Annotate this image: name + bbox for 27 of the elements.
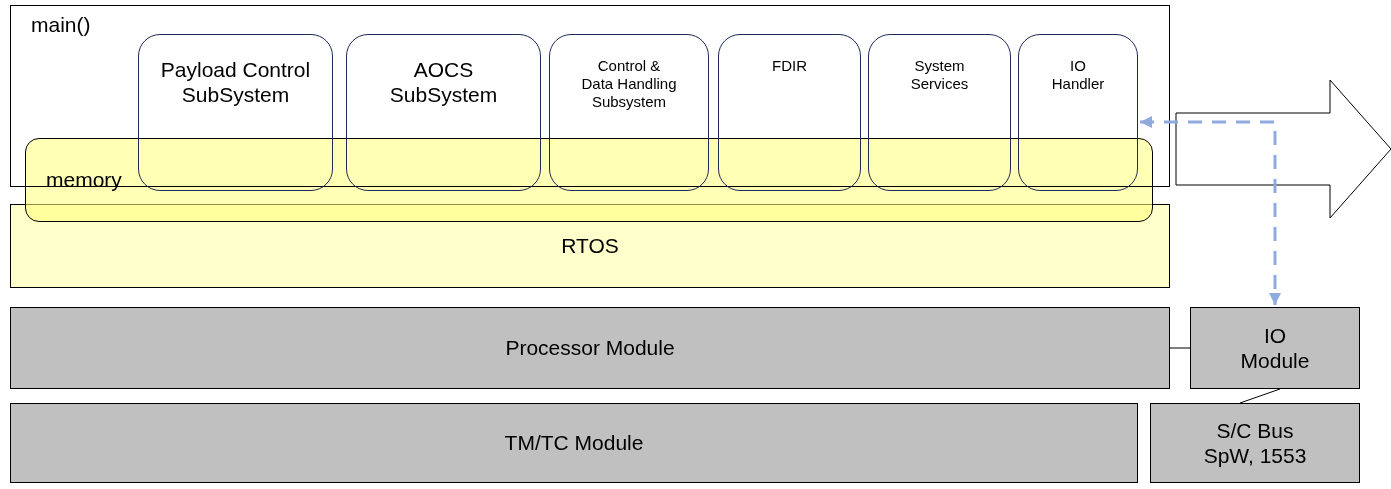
node-label: IO Handler xyxy=(1050,57,1106,93)
hardware-module xyxy=(10,403,1138,483)
hardware-module xyxy=(10,307,1170,389)
subsystem-box xyxy=(1018,34,1138,191)
node-label: System Services xyxy=(909,57,970,93)
node-label: Processor Module xyxy=(504,335,676,361)
subsystem-box xyxy=(868,34,1011,191)
node-label: Control & Data Handling Subsystem xyxy=(580,57,678,111)
hardware-module xyxy=(1190,307,1360,389)
memory-band xyxy=(25,138,1153,222)
subsystem-box xyxy=(346,34,541,191)
node-label: AOCS SubSystem xyxy=(388,57,499,108)
dashed-arrow xyxy=(1140,116,1281,305)
node-label: S/C Bus SpW, 1553 xyxy=(1202,417,1308,469)
node-label: IO Module xyxy=(1239,322,1311,374)
subsystem-box xyxy=(718,34,861,191)
node-label: main() xyxy=(31,12,91,38)
subsystem-box xyxy=(138,34,333,191)
hardware-module xyxy=(1150,403,1360,483)
connector-line xyxy=(1239,388,1281,404)
rtos-layer xyxy=(10,204,1170,288)
subsystem-box xyxy=(549,34,709,191)
connector-line xyxy=(1169,347,1191,349)
node-label: Payload Control SubSystem xyxy=(159,57,312,108)
node-label: TM/TC Module xyxy=(503,430,645,456)
node-label: FDIR xyxy=(771,57,808,75)
node-label: RTOS xyxy=(560,233,620,259)
